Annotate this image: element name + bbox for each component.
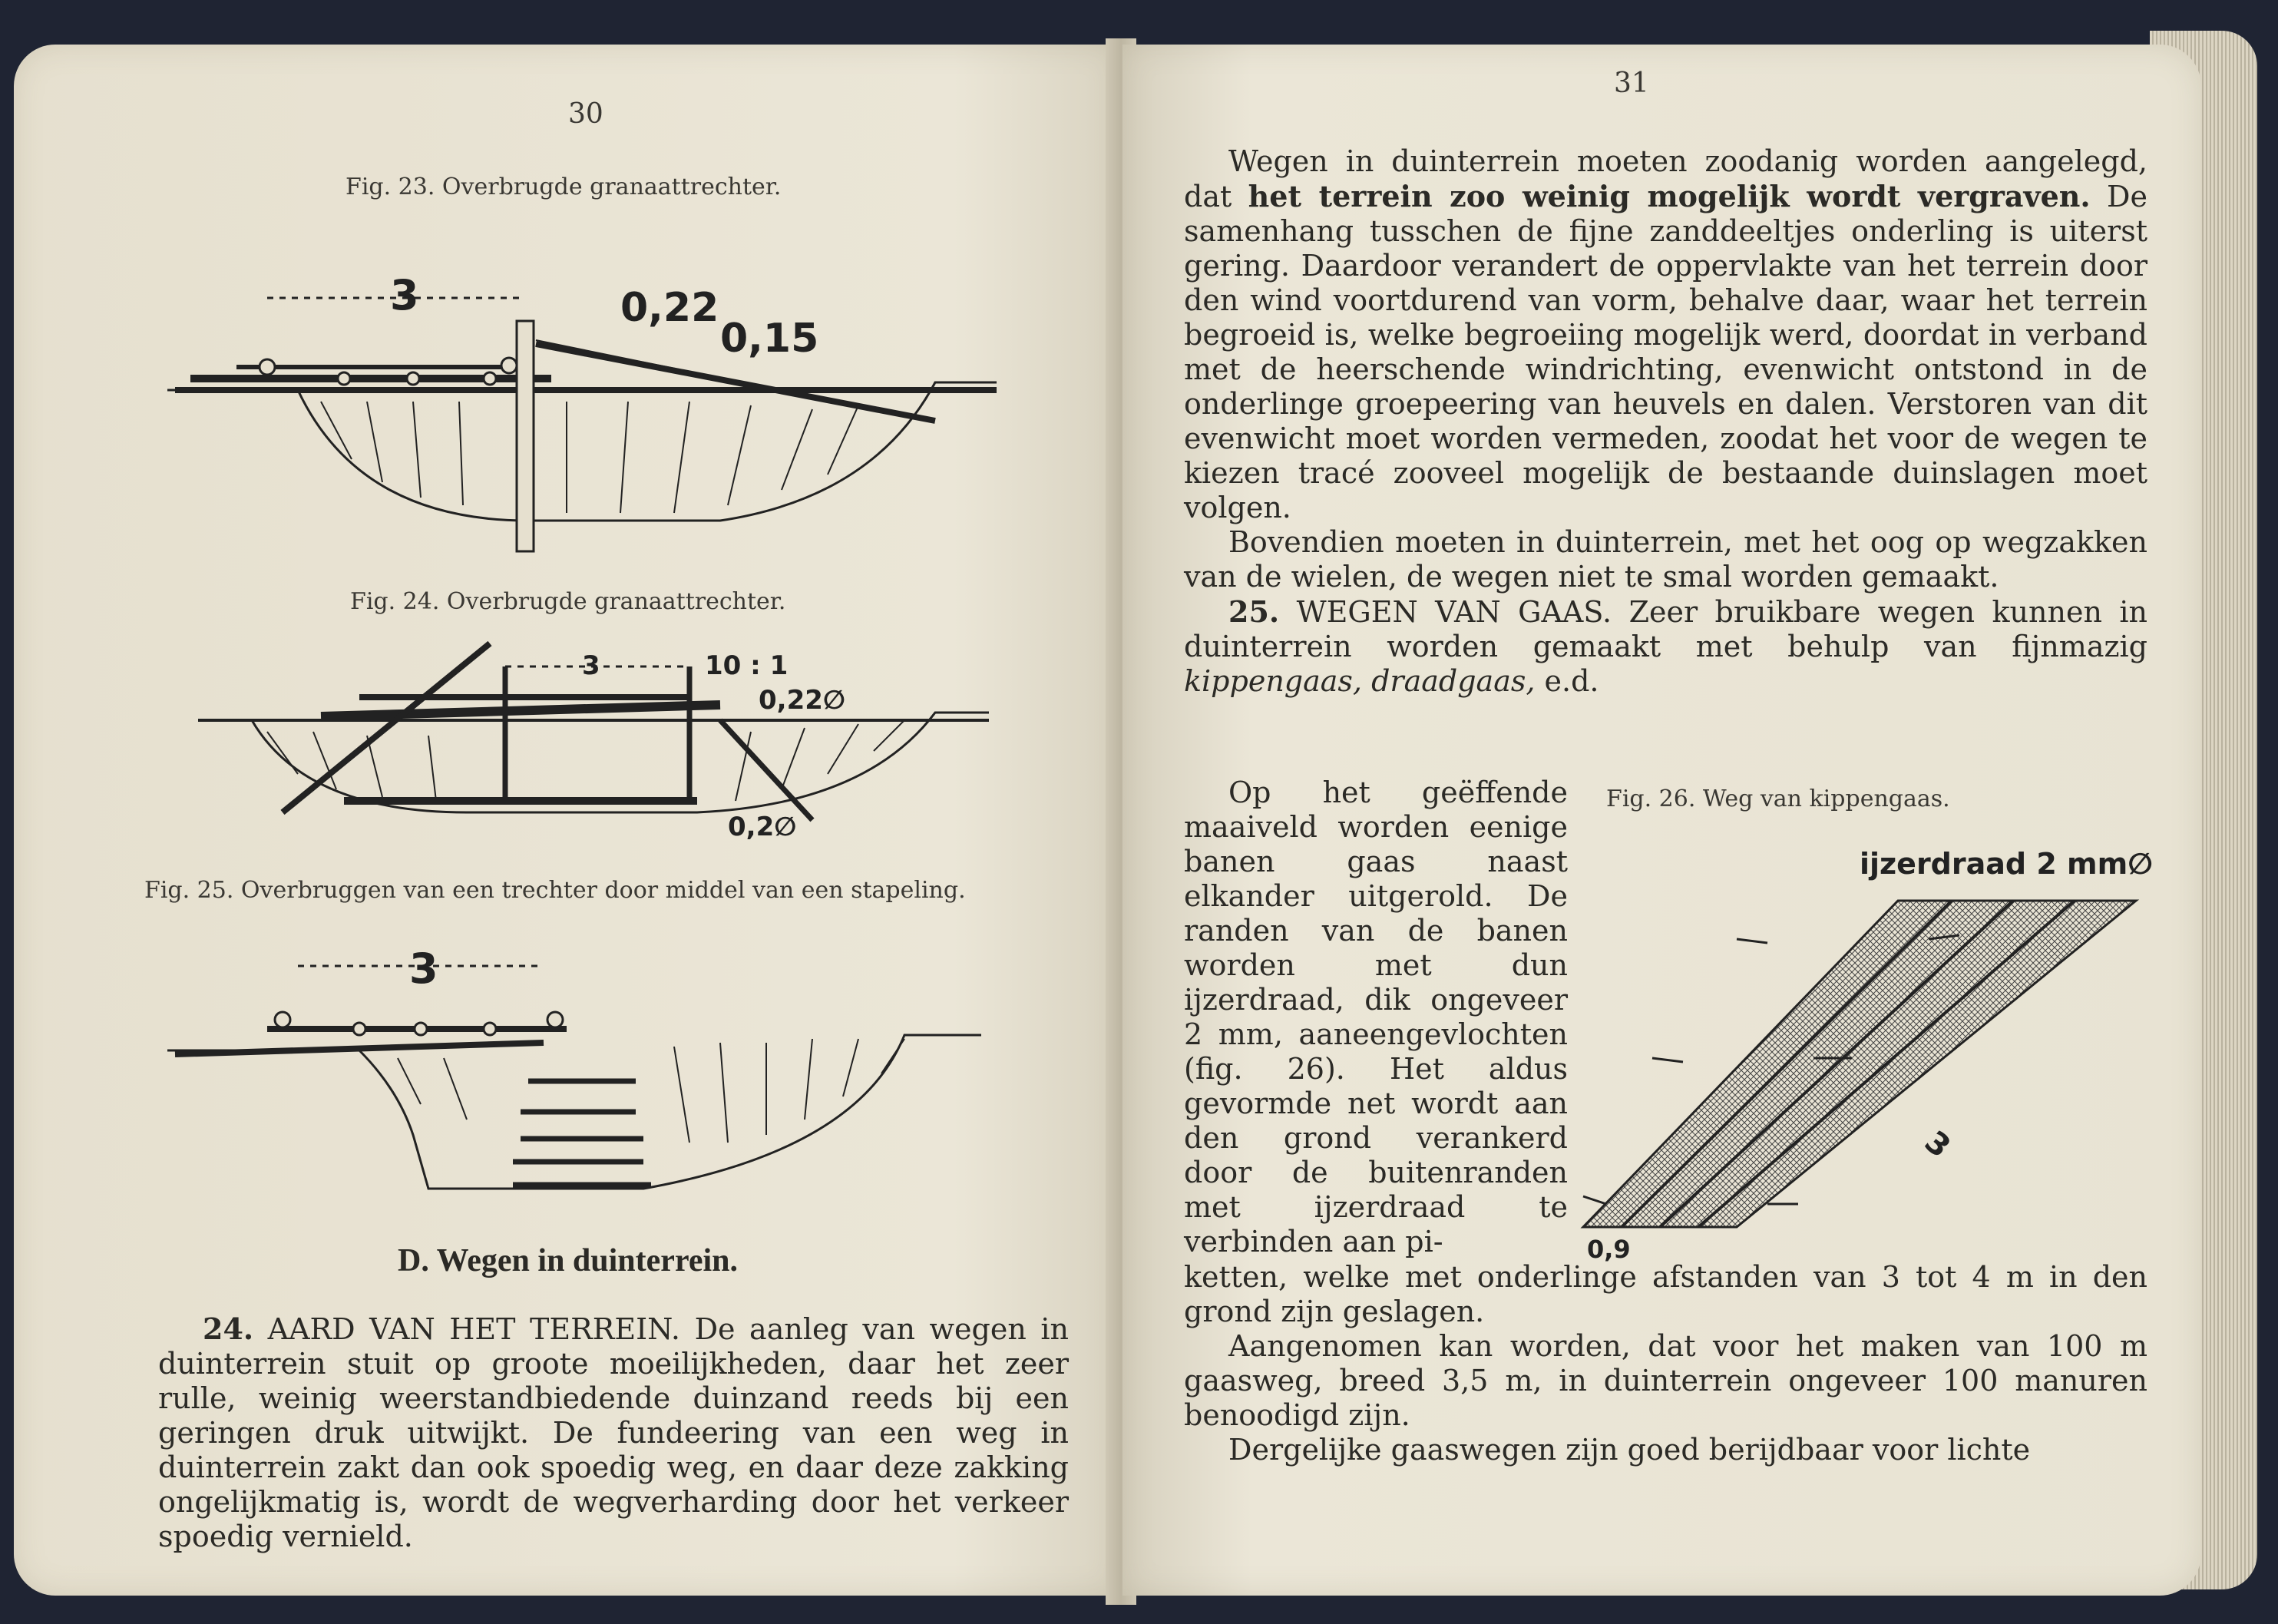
- p3-wide: ketten, welke met onderlinge afstanden v…: [1184, 1260, 2147, 1328]
- fig23-label-b: 0,15: [720, 316, 818, 362]
- para24-text: De aanleg van wegen in duinterrein stuit…: [158, 1312, 1069, 1553]
- right-text-top: Wegen in duinterrein moeten zoodanig wor…: [1184, 144, 2147, 699]
- para25-end: e.d.: [1544, 664, 1599, 698]
- p3-narrow: Op het geëffende maaiveld worden eenige …: [1184, 776, 1568, 1259]
- fig26-drawing: ijzerdraad 2 mm∅ 3 0,9: [1580, 847, 2153, 1264]
- fig24-ratio-label: 10 : 1: [705, 650, 788, 681]
- fig24-caption: Fig. 24. Overbrugde granaattrechter.: [350, 588, 786, 615]
- fig25-drawing: 3: [167, 944, 981, 1190]
- p4: Aangenomen kan worden, dat voor het make…: [1184, 1329, 2147, 1432]
- fig25-caption: Fig. 25. Overbruggen van een trechter do…: [144, 877, 966, 904]
- fig26-length-label: 3: [1918, 1124, 1957, 1165]
- fig25-span-label: 3: [409, 944, 438, 993]
- page-number-right: 31: [1614, 68, 1649, 99]
- fig26-wire-label: ijzerdraad 2 mm∅: [1860, 847, 2153, 881]
- para25-italic: kippengaas, draadgaas,: [1184, 664, 1536, 698]
- para24-number: 24.: [203, 1311, 254, 1346]
- p5: Dergelijke gaaswegen zijn goed berijdbaa…: [1228, 1433, 2031, 1467]
- fig23-span-label: 3: [390, 271, 419, 319]
- right-page: 31 Wegen in duinterrein moeten zoodanig …: [1122, 45, 2201, 1596]
- para25-number: 25.: [1228, 594, 1280, 629]
- fig23-caption: Fig. 23. Overbrugde granaattrechter.: [346, 174, 782, 200]
- fig23-label-a: 0,22: [620, 285, 719, 331]
- p1-start: Wegen in duinterrein moeten zoodanig wor…: [1184, 144, 2147, 213]
- fig24-label-a: 0,22∅: [759, 685, 845, 716]
- para25-title: WEGEN VAN GAAS.: [1296, 595, 1612, 629]
- fig26-caption: Fig. 26. Weg van kippengaas.: [1606, 786, 1950, 812]
- fig24-span-label: 3: [582, 650, 600, 681]
- right-text-bottom: ketten, welke met onderlinge afstanden v…: [1184, 1260, 2147, 1467]
- fig24-drawing: 3 10 : 1 0,22∅ 0,2∅: [198, 640, 989, 842]
- p3-narrow-text: Op het geëffende maaiveld worden eenige …: [1184, 776, 1568, 1259]
- page-number-left: 30: [568, 98, 603, 130]
- fig26-width-label: 0,9: [1587, 1235, 1631, 1264]
- fig24-label-b: 0,2∅: [728, 812, 796, 842]
- section-heading: D. Wegen in duinterrein.: [398, 1243, 738, 1278]
- p2: Bovendien moeten in duinterrein, met het…: [1184, 525, 2147, 594]
- para25-text: Zeer bruikbare wegen kunnen in duinterre…: [1184, 595, 2147, 663]
- left-page: 30 Fig. 23. Overbrugde granaattrechter.: [14, 45, 1119, 1596]
- fig23-drawing: 3 0,22 0,15: [167, 271, 997, 553]
- p1-bold: het terrein zoo weinig mogelijk wordt ve…: [1248, 179, 2091, 213]
- para24: 24. AARD VAN HET TERREIN. De aanleg van …: [158, 1311, 1069, 1554]
- para24-title: AARD VAN HET TERREIN.: [267, 1312, 681, 1346]
- p1-rest: De samenhang tusschen de fijne zanddeelt…: [1184, 180, 2147, 524]
